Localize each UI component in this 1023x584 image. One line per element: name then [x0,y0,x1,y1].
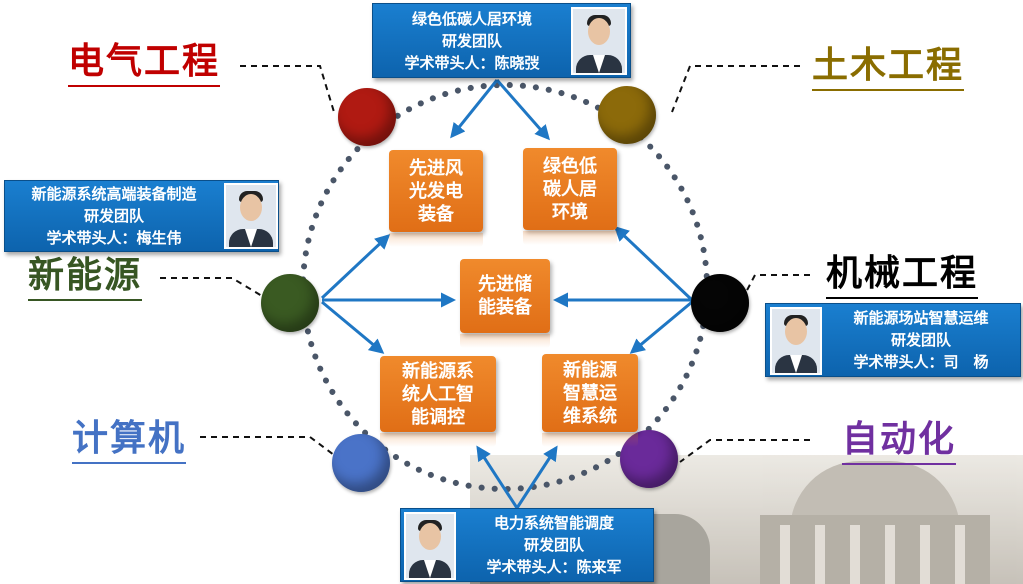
portrait-photo [404,512,456,580]
dashed-leader-civil [671,65,800,113]
arrow-right-to-smart-om [629,300,693,354]
tech-box-reflection [542,433,638,447]
tech-line: 碳人居 [543,178,597,200]
node-computer [332,434,390,492]
dashed-leader-new-energy [160,277,263,297]
building-column [955,525,965,584]
tech-box-reflection [380,433,496,447]
tech-line: 统人工智 [402,383,474,405]
dashed-leader-electrical [240,65,335,113]
team-box-dispatch: 电力系统智能调度 研发团队 学术带头人：陈来军 [400,508,654,582]
team-box-station-om: 新能源场站智慧运维 研发团队 学术带头人：司 杨 [765,303,1021,377]
field-title-electrical: 电气工程 [68,44,221,87]
team-name: 新能源场站智慧运维 [853,309,989,327]
tech-box-reflection [389,233,483,247]
tech-line: 维系统 [563,405,617,427]
tech-line: 能调控 [411,406,465,428]
team-leader: 学术带头人：梅生伟 [46,229,182,247]
dashed-leader-automation [679,439,810,463]
building-column [815,525,825,584]
tech-box-ai-control: 新能源系 统人工智 能调控 [380,356,496,432]
arrow-top-to-green-living [495,79,550,141]
building-column [850,525,860,584]
tech-box-reflection [523,231,617,245]
tech-line: 先进储 [478,274,532,295]
node-mechanical [691,274,749,332]
portrait-photo [571,7,627,75]
team-label: 研发团队 [523,536,584,554]
arrow-right-to-green-living [613,225,694,302]
field-title-automation: 自动化 [842,422,957,465]
tech-box-green-living: 绿色低 碳人居 环境 [523,148,617,230]
arrow-bottom-to-smart-om [515,445,558,509]
dashed-leader-computer [200,436,339,459]
team-leader: 学术带头人：陈晓弢 [404,53,540,72]
team-label: 研发团队 [441,31,502,50]
node-electrical [338,88,396,146]
tech-line: 环境 [552,201,588,223]
arrow-left-to-ai-control [321,300,385,354]
field-title-civil: 土木工程 [812,48,965,91]
team-label: 研发团队 [83,207,144,225]
arrow-top-to-wind-solar [450,79,499,139]
node-civil [598,86,656,144]
team-box-green-building: 绿色低碳人居环境 研发团队 学术带头人：陈晓弢 [372,3,631,78]
tech-box-wind-solar: 先进风 光发电 装备 [389,150,483,232]
portrait-photo [770,307,822,375]
tech-line: 装备 [418,203,454,225]
portrait-photo [224,183,278,249]
node-new-energy [261,274,319,332]
team-name: 绿色低碳人居环境 [411,9,532,28]
tech-line: 光发电 [409,180,463,202]
field-title-new-energy: 新能源 [28,258,143,301]
dashed-leader-mechanical [743,274,810,297]
building-column [780,525,790,584]
team-label: 研发团队 [890,331,951,349]
field-title-computer: 计算机 [72,421,187,464]
tech-box-storage: 先进储 能装备 [460,259,550,333]
tech-box-smart-om: 新能源 智慧运 维系统 [542,354,638,432]
tech-line: 先进风 [409,157,463,179]
node-automation [620,430,678,488]
team-name: 新能源系统高端装备制造 [31,185,197,203]
building-column [920,525,930,584]
tech-line: 新能源 [563,359,617,381]
tech-line: 智慧运 [563,382,617,404]
building-column [885,525,895,584]
building-hall [760,515,990,584]
arrow-bottom-to-ai-control [476,445,519,509]
tech-line: 绿色低 [543,155,597,177]
tech-box-reflection [460,334,550,348]
team-leader: 学术带头人：陈来军 [486,558,622,576]
team-leader: 学术带头人：司 杨 [853,353,989,371]
arrow-left-to-wind-solar [320,233,391,300]
team-name: 电力系统智能调度 [493,514,614,532]
tech-line: 能装备 [478,297,532,318]
field-title-mechanical: 机械工程 [826,256,979,299]
team-box-equipment: 新能源系统高端装备制造 研发团队 学术带头人：梅生伟 [4,180,279,252]
tech-line: 新能源系 [402,360,474,382]
